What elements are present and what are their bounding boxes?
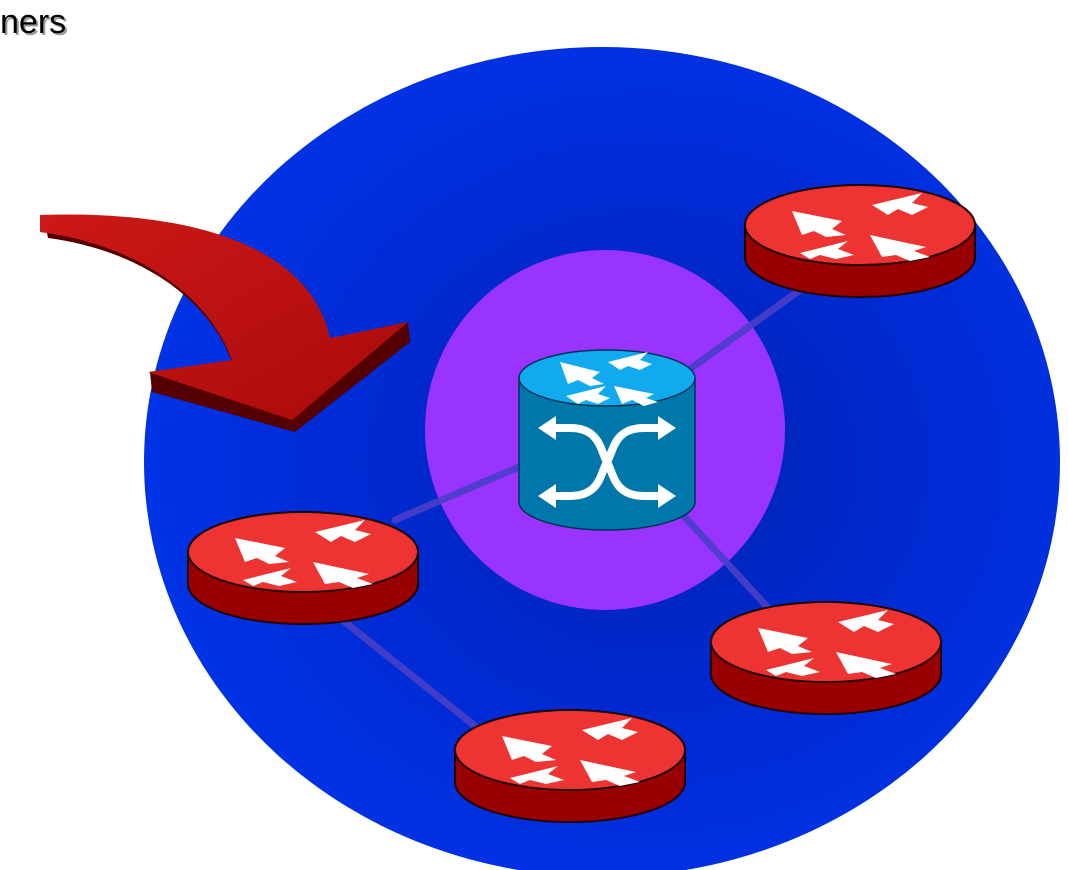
router-icon bbox=[454, 709, 686, 823]
caption-text: ners bbox=[0, 3, 67, 41]
router-icon bbox=[710, 601, 942, 715]
curved-arrow-icon bbox=[40, 214, 410, 432]
link-router-left-router-bottom bbox=[326, 606, 484, 734]
atm-switch-icon bbox=[518, 349, 696, 531]
router-icon bbox=[187, 511, 419, 625]
router-icon bbox=[744, 184, 976, 298]
